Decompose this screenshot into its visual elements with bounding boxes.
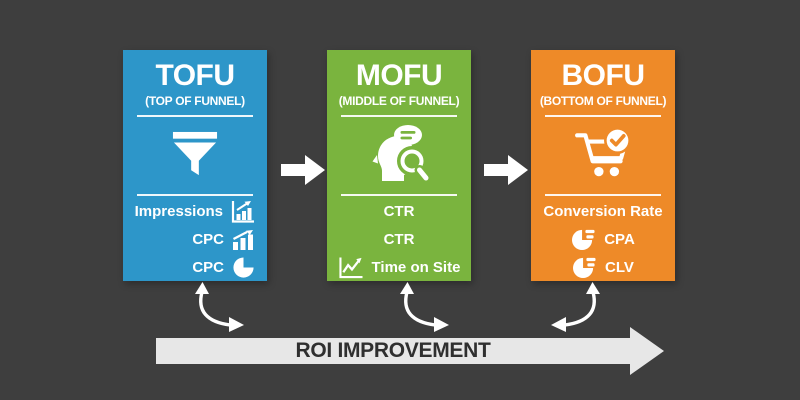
metric-label: CPA bbox=[604, 231, 635, 248]
metric-row: CLV bbox=[541, 256, 665, 279]
metric-label: Conversion Rate bbox=[543, 203, 663, 220]
card-title: MOFU bbox=[355, 59, 443, 92]
metrics-list: Conversion Rate CPA bbox=[531, 196, 675, 287]
flow-arrow bbox=[281, 155, 325, 185]
card-subtitle: (MIDDLE OF FUNNEL) bbox=[338, 94, 460, 108]
metrics-list: CTR CTR Time on Site bbox=[327, 196, 471, 287]
roi-arrow-shape bbox=[156, 327, 666, 375]
metric-label: CPC bbox=[192, 259, 224, 276]
card-tofu: TOFU (TOP OF FUNNEL) Impressions bbox=[123, 50, 267, 281]
pie-chart-exploded-icon bbox=[571, 228, 596, 251]
metric-label: CLV bbox=[605, 259, 634, 276]
card-bofu: BOFU (BOTTOM OF FUNNEL) Conversion Rate bbox=[531, 50, 675, 281]
divider bbox=[137, 115, 253, 117]
roi-arrow-label: ROI IMPROVEMENT bbox=[295, 338, 491, 362]
metric-label: CPC bbox=[192, 231, 224, 248]
metric-row: Conversion Rate bbox=[541, 200, 665, 223]
metric-row: CPC bbox=[133, 228, 257, 251]
chart-growth-boxed-icon bbox=[231, 200, 255, 223]
pie-chart-exploded-icon bbox=[572, 256, 597, 279]
metric-label: Impressions bbox=[134, 203, 223, 220]
cart-check-icon bbox=[574, 120, 632, 187]
curved-connector-arrow bbox=[550, 281, 612, 333]
card-mofu: MOFU (MIDDLE OF FUNNEL) CTR CT bbox=[327, 50, 471, 281]
pie-chart-icon bbox=[232, 256, 255, 279]
metric-label: CTR bbox=[383, 231, 415, 248]
divider bbox=[137, 194, 253, 196]
metric-row: CPC bbox=[133, 256, 257, 279]
metric-row: Time on Site bbox=[337, 256, 461, 279]
bar-chart-rising-icon bbox=[232, 229, 255, 250]
metrics-list: Impressions CPC bbox=[123, 196, 267, 287]
divider bbox=[545, 115, 661, 117]
divider bbox=[545, 194, 661, 196]
divider bbox=[341, 194, 457, 196]
card-subtitle: (TOP OF FUNNEL) bbox=[145, 94, 245, 108]
card-title: BOFU bbox=[561, 59, 646, 92]
metric-row: Impressions bbox=[133, 200, 257, 223]
metric-label: Time on Site bbox=[371, 259, 461, 276]
card-subtitle: (BOTTOM OF FUNNEL) bbox=[539, 94, 667, 108]
funnel-icon bbox=[171, 120, 219, 187]
engagement-search-icon bbox=[367, 120, 431, 187]
divider bbox=[341, 115, 457, 117]
metric-row: CTR bbox=[337, 200, 461, 223]
curved-connector-arrow bbox=[388, 281, 450, 333]
metric-label: CTR bbox=[383, 203, 415, 220]
flow-arrow bbox=[484, 155, 528, 185]
card-title: TOFU bbox=[155, 59, 235, 92]
metric-row: CTR bbox=[337, 228, 461, 251]
line-graph-icon bbox=[338, 256, 364, 279]
metric-row: CPA bbox=[541, 228, 665, 251]
curved-connector-arrow bbox=[183, 281, 245, 333]
